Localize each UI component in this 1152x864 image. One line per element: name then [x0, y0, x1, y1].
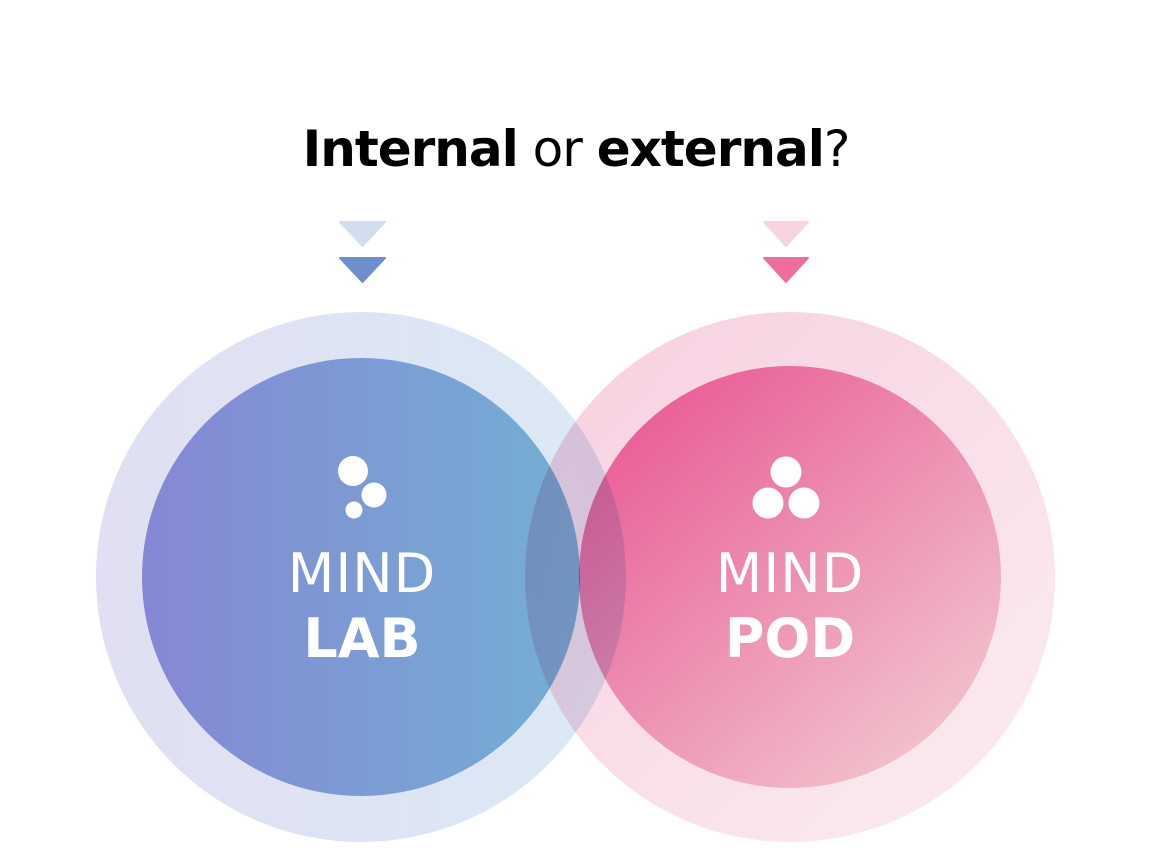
- mind-lab-line2: LAB: [303, 607, 420, 670]
- diagram-title: Internal or external?: [303, 120, 850, 178]
- mind-lab-circle: [96, 312, 626, 842]
- title-question: ?: [824, 120, 850, 178]
- left-arrows-icon: [339, 221, 386, 283]
- mind-pod-circle: [525, 312, 1055, 842]
- three-bubbles-scattered-icon: [338, 456, 387, 519]
- title-external: external: [597, 120, 824, 178]
- mind-pod-line1: MIND: [716, 542, 865, 605]
- title-or: or: [518, 120, 597, 178]
- mind-lab-inner-circle: [142, 358, 580, 796]
- right-arrows-icon: [763, 221, 809, 283]
- mind-pod-inner-circle: [579, 366, 1001, 788]
- title-internal: Internal: [303, 120, 518, 178]
- three-bubbles-cluster-icon: [752, 456, 820, 519]
- mind-pod-line2: POD: [725, 607, 855, 670]
- mind-lab-line1: MIND: [288, 542, 437, 605]
